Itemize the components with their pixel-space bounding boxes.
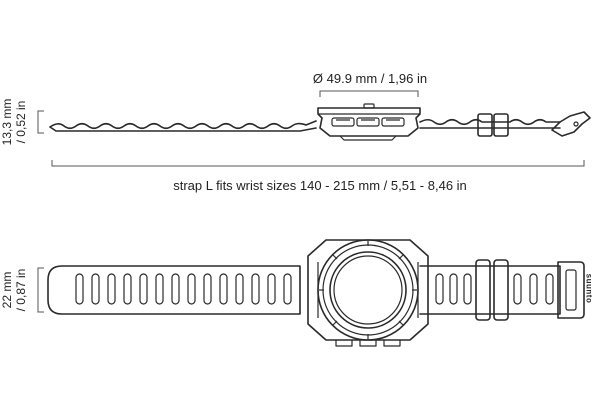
- top-bezel-ticks: [319, 241, 417, 339]
- side-bezel-top: [363, 103, 375, 109]
- width-mm: 22 mm: [0, 271, 14, 309]
- brand-logo: suunto: [584, 273, 594, 304]
- thickness-in: / 0,52 in: [13, 100, 28, 144]
- side-strap-right: [419, 118, 561, 129]
- top-case-housing: [307, 239, 429, 341]
- width-in: / 0,87 in: [13, 268, 28, 312]
- width-bracket: [37, 267, 44, 313]
- side-buckle: [551, 111, 591, 137]
- top-buckle: [557, 261, 585, 319]
- side-button-left: [331, 117, 355, 127]
- side-button-mid: [356, 117, 380, 127]
- top-keeper-1: [475, 259, 491, 321]
- side-button-right: [381, 117, 405, 127]
- side-keeper-2: [493, 113, 509, 137]
- strap-length-line: [51, 160, 585, 167]
- top-dial: [329, 251, 407, 329]
- watch-side-view: [49, 103, 591, 141]
- diameter-label: Ø 49.9 mm / 1,96 in: [312, 71, 428, 86]
- top-strap-holes: [75, 273, 554, 305]
- diameter-bracket: [319, 90, 419, 97]
- strap-fit-label: strap L fits wrist sizes 140 - 215 mm / …: [173, 178, 467, 193]
- top-bezel: [317, 239, 419, 341]
- watch-top-view: [47, 239, 585, 347]
- top-strap: [47, 265, 301, 315]
- thickness-bracket: [37, 110, 44, 134]
- thickness-mm: 13,3 mm: [0, 98, 14, 146]
- width-label: 22 mm / 0,87 in: [0, 255, 29, 325]
- side-keeper-1: [477, 113, 493, 137]
- side-strap-left: [49, 120, 317, 132]
- top-keeper-2: [493, 259, 509, 321]
- thickness-label: 13,3 mm / 0,52 in: [0, 87, 29, 157]
- side-case: [317, 107, 421, 137]
